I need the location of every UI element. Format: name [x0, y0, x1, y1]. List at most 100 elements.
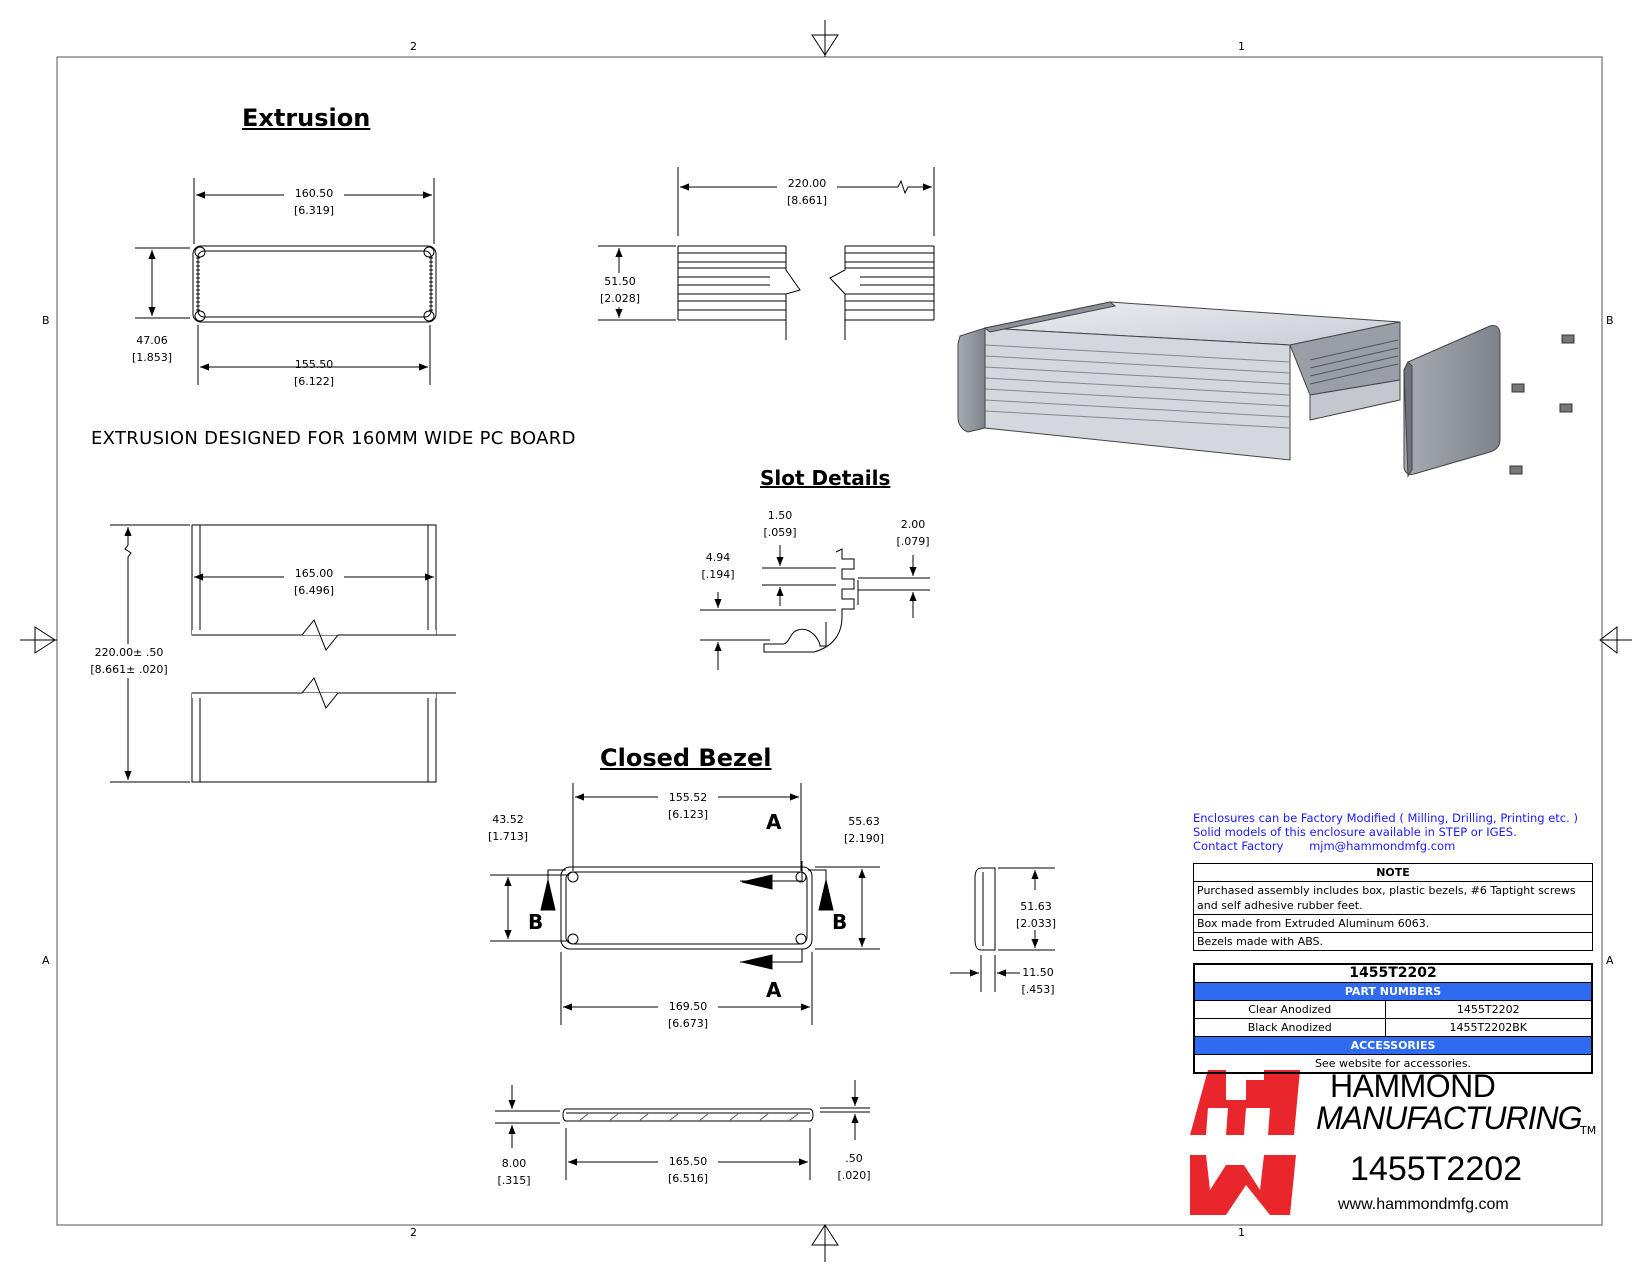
dim-inch: [2.033] [1015, 917, 1057, 930]
title-slot-details: Slot Details [760, 466, 891, 490]
dim-bezel-opening-width: 155.52[6.123] [658, 789, 718, 823]
dim-slot-depth: 4.94 [.194] [688, 549, 748, 583]
dim-top-length: 220.00± .50 [8.661± .020] [88, 644, 170, 678]
dim-mm: .50 [845, 1152, 863, 1165]
dim-inch: [1.713] [487, 830, 529, 843]
info-solid-models: Solid models of this enclosure available… [1193, 825, 1517, 839]
extrusion-side-view [598, 167, 935, 340]
dim-bezel-width: 169.50 [6.673] [658, 998, 718, 1032]
note-line-aluminum: Box made from Extruded Aluminum 6063. [1193, 914, 1593, 933]
section-label-a-top: A [766, 810, 782, 834]
dim-mm: 220.00 [787, 177, 827, 190]
part-number-header: 1455T2202 [1193, 963, 1593, 983]
dim-inch: [.020] [837, 1169, 871, 1182]
dim-bezel-height: 55.63 [2.190] [834, 813, 894, 847]
dim-bezel-bottom-width: 165.50 [6.516] [658, 1153, 718, 1187]
part-number-table: 1455T2202 PART NUMBERS Clear Anodized 14… [1193, 963, 1593, 1074]
dim-mm: 2.00 [900, 518, 926, 531]
info-factory-modified: Enclosures can be Factory Modified ( Mil… [1193, 811, 1578, 825]
dim-mm: 43.52 [492, 813, 524, 826]
dim-mm: 55.63 [848, 815, 880, 828]
dim-mm: 169.50 [668, 1000, 708, 1013]
note-header: NOTE [1193, 863, 1593, 882]
brand-line-2: MANUFACTURING [1316, 1100, 1582, 1136]
title-closed-bezel: Closed Bezel [600, 744, 772, 772]
dim-bezel-side-height: 51.63[2.033] [1006, 898, 1066, 932]
accessories-band: ACCESSORIES [1193, 1036, 1593, 1055]
dim-mm: 8.00 [501, 1157, 527, 1170]
dim-inch: [.194] [701, 568, 735, 581]
extrusion-pcb-note: EXTRUSION DESIGNED FOR 160MM WIDE PC BOA… [91, 428, 576, 449]
note-line-abs: Bezels made with ABS. [1193, 932, 1593, 951]
section-label-b-right: B [832, 910, 848, 934]
brand-line-1: HAMMOND [1330, 1068, 1496, 1104]
dim-bezel-bottom-thickness: 8.00 [.315] [484, 1155, 544, 1189]
dim-bezel-opening-height: 43.52 [1.713] [478, 811, 538, 845]
dim-bezel-lip: .50 [.020] [824, 1150, 884, 1184]
zone-bottom-2: 2 [410, 1226, 417, 1239]
dim-bezel-thickness: 11.50[.453] [1008, 964, 1068, 998]
dim-inch: [.059] [763, 526, 797, 539]
dim-inch: [8.661± .020] [90, 663, 168, 676]
part-numbers-band: PART NUMBERS [1193, 982, 1593, 1001]
dim-mm: 155.50 [294, 358, 334, 371]
dim-inch: [2.190] [843, 832, 885, 845]
zone-left-b: B [42, 314, 50, 327]
dim-inch: [.315] [497, 1174, 531, 1187]
zone-right-b: B [1606, 314, 1614, 327]
extrusion-top-view [110, 524, 456, 783]
dim-inch: [2.028] [599, 292, 641, 305]
zone-top-1: 1 [1238, 40, 1245, 53]
info-contact: Contact Factory mjm@hammondmfg.com [1193, 839, 1455, 853]
zone-left-a: A [42, 954, 50, 967]
enclosure-isometric-view [957, 301, 1575, 478]
dim-mm: 220.00± .50 [94, 646, 164, 659]
bezel-side-view [950, 867, 1055, 992]
centering-marks [20, 20, 1632, 1262]
dim-inch: [6.673] [667, 1017, 709, 1030]
finish-black: Black Anodized [1193, 1018, 1386, 1037]
accessories-text: See website for accessories. [1193, 1054, 1593, 1074]
contact-email-link[interactable]: mjm@hammondmfg.com [1309, 839, 1456, 853]
zone-top-2: 2 [410, 40, 417, 53]
dim-outer-width: 160.50 [6.319] [284, 185, 344, 219]
slot-detail-view [700, 545, 930, 670]
dim-inch: [6.123] [667, 808, 709, 821]
dim-inch: [.079] [896, 535, 930, 548]
dim-inch: [6.516] [667, 1172, 709, 1185]
contact-label: Contact Factory [1193, 839, 1284, 853]
dim-slot-rib: 2.00 [.079] [883, 516, 943, 550]
brand-website-link[interactable]: www.hammondmfg.com [1338, 1196, 1509, 1213]
dim-extrusion-height: 47.06 [1.853] [122, 332, 182, 366]
pn-clear: 1455T2202 [1384, 1000, 1593, 1019]
dim-mm: 51.50 [604, 275, 636, 288]
zone-bottom-1: 1 [1238, 1226, 1245, 1239]
brand-part-number: 1455T2202 [1350, 1150, 1523, 1188]
dim-slot-width: 1.50 [.059] [750, 507, 810, 541]
dim-mm: 165.00 [294, 567, 334, 580]
dim-inch: [6.319] [293, 204, 335, 217]
hammond-logo-mark [1190, 1070, 1300, 1215]
pn-black: 1455T2202BK [1384, 1018, 1593, 1037]
zone-right-a: A [1606, 954, 1614, 967]
dim-mm: 165.50 [668, 1155, 708, 1168]
dim-mm: 160.50 [294, 187, 334, 200]
dim-top-width: 165.00 [6.496] [284, 565, 344, 599]
dim-side-length: 220.00[8.661] [777, 175, 837, 209]
dim-inch: [6.496] [293, 584, 335, 597]
dim-inner-width: 155.50 [6.122] [284, 356, 344, 390]
extrusion-end-view [135, 178, 437, 385]
dim-side-height: 51.50 [2.028] [590, 273, 650, 307]
section-label-b-left: B [528, 910, 544, 934]
dim-inch: [1.853] [131, 351, 173, 364]
dim-mm: 4.94 [705, 551, 731, 564]
section-label-a-bottom: A [766, 978, 782, 1002]
brand-trademark: TM [1580, 1124, 1597, 1137]
title-extrusion: Extrusion [242, 104, 371, 132]
dim-mm: 47.06 [136, 334, 168, 347]
dim-mm: 1.50 [767, 509, 793, 522]
note-table: NOTE Purchased assembly includes box, pl… [1193, 863, 1593, 951]
dim-inch: [6.122] [293, 375, 335, 388]
